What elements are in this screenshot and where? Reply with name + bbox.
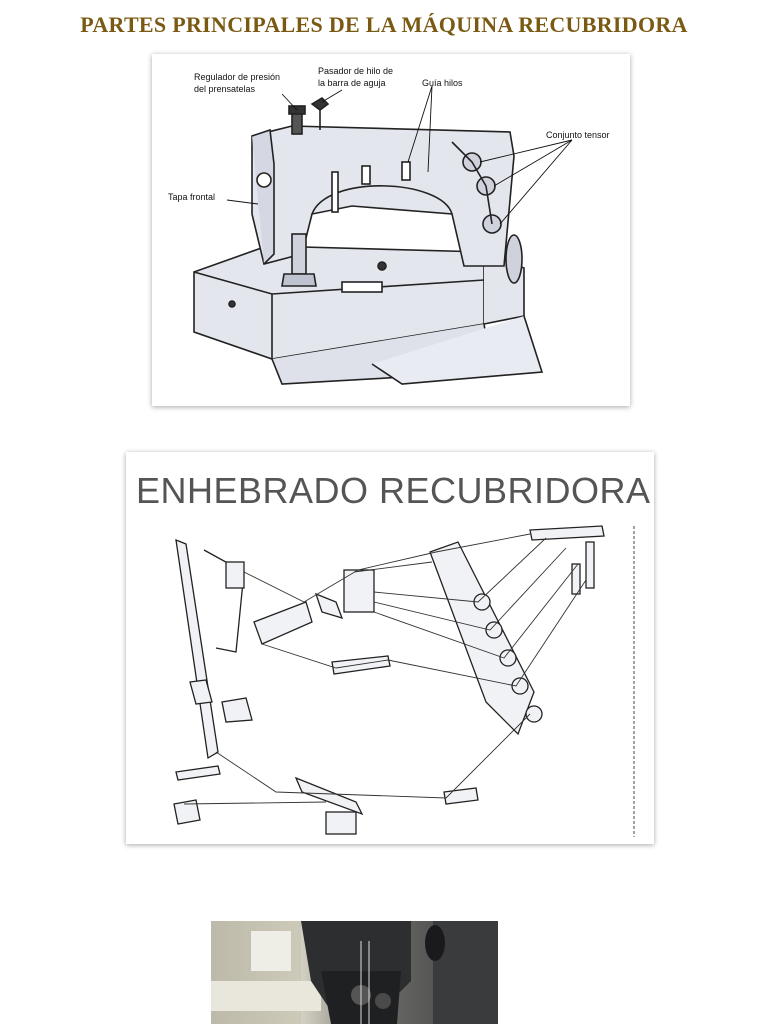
- threading-drawing: [173, 525, 635, 837]
- machine-photo-image: [211, 921, 498, 1024]
- label-regulador-2: del prensatelas: [194, 84, 256, 94]
- label-conjunto-tensor: Conjunto tensor: [546, 130, 610, 140]
- page-title: PARTES PRINCIPALES DE LA MÁQUINA RECUBRI…: [80, 12, 688, 37]
- threading-figure: ENHEBRADO RECUBRIDORA: [126, 452, 654, 844]
- label-tapa-frontal: Tapa frontal: [168, 192, 215, 202]
- label-regulador: Regulador de presión: [194, 72, 280, 82]
- threading-title: ENHEBRADO RECUBRIDORA: [136, 470, 651, 511]
- machine-parts-drawing: Regulador de presión del prensatelas Pas…: [168, 66, 610, 385]
- label-guia-hilos: Guía hilos: [422, 78, 463, 88]
- machine-parts-figure: Regulador de presión del prensatelas Pas…: [152, 54, 630, 406]
- label-pasador: Pasador de hilo de: [318, 66, 393, 76]
- label-pasador-2: la barra de aguja: [318, 78, 386, 88]
- machine-photo: [211, 921, 498, 1024]
